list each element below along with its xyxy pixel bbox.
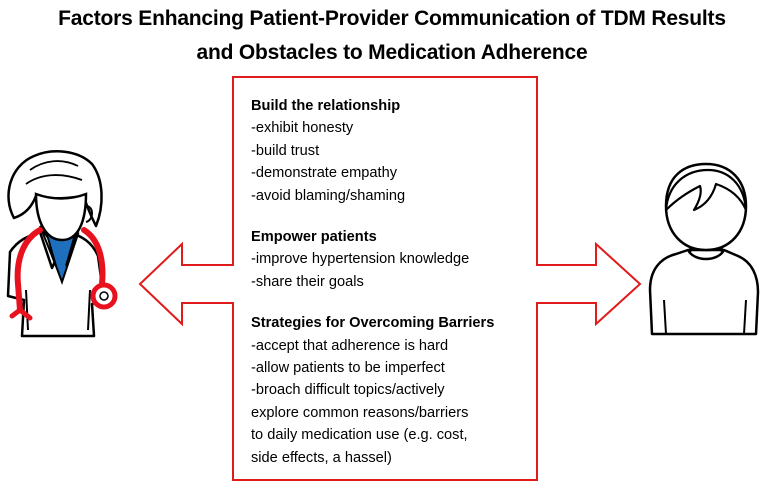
list-item: explore common reasons/barriers [251,404,469,421]
list-item: -improve hypertension knowledge [251,251,470,268]
title-line-1: Factors Enhancing Patient-Provider Commu… [58,7,726,30]
doctor-icon [6,150,118,338]
list-item: side effects, a hassel) [251,449,392,466]
double-arrow-outline [138,76,642,481]
list-item: -demonstrate empathy [251,165,398,182]
section-heading: Build the relationship [251,98,401,114]
section-heading: Empower patients [251,229,377,246]
list-item: -build trust [251,142,320,159]
list-item: -exhibit honesty [251,120,354,137]
section-heading: Strategies for Overcoming Barriers [251,315,495,332]
section-empower-patients: Empower patients -improve hypertension k… [251,226,535,293]
list-item: -broach difficult topics/actively [251,382,445,399]
diagram-title: Factors Enhancing Patient-Provider Commu… [0,2,784,70]
list-item: -avoid blaming/shaming [251,187,406,204]
list-item: -accept that adherence is hard [251,337,449,354]
section-overcoming-barriers: Strategies for Overcoming Barriers -acce… [251,312,535,469]
list-item: -share their goals [251,273,364,290]
section-build-relationship: Build the relationship -exhibit honesty … [251,95,535,207]
title-line-2: and Obstacles to Medication Adherence [196,41,588,64]
list-item: -allow patients to be imperfect [251,360,445,377]
patient-icon [648,162,760,336]
arrow-content: Build the relationship -exhibit honesty … [251,95,535,488]
list-item: to daily medication use (e.g. cost, [251,427,468,444]
